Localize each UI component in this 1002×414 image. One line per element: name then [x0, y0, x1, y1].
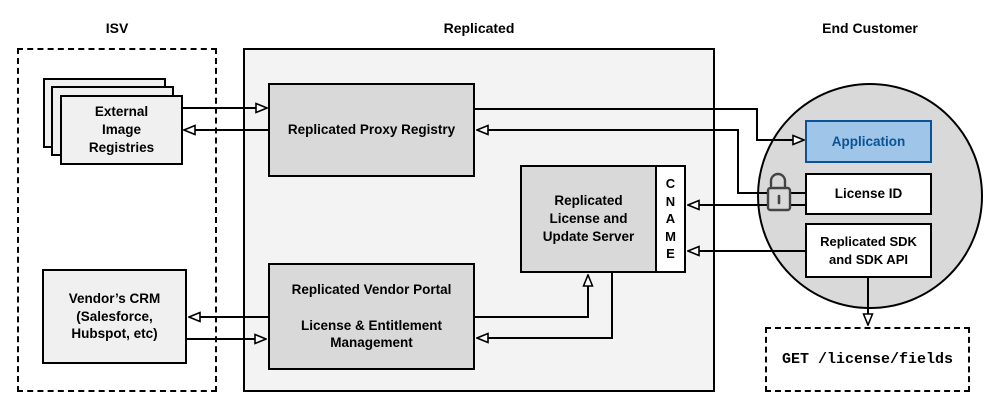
node-replicated-vendor-portal: Replicated Vendor Portal License & Entit…: [268, 263, 475, 370]
node-application: Application: [805, 120, 932, 163]
node-external-image-registries: External Image Registries: [60, 95, 183, 165]
node-license-id: License ID: [805, 173, 932, 215]
section-label-replicated: Replicated: [443, 20, 515, 36]
node-vendors-crm: Vendor’s CRM (Salesforce, Hubspot, etc): [42, 269, 187, 364]
isv-boundary: [17, 48, 217, 392]
node-replicated-sdk: Replicated SDK and SDK API: [805, 223, 932, 278]
node-license-update-server: Replicated License and Update Server: [520, 165, 657, 273]
section-label-isv: ISV: [105, 20, 129, 36]
section-label-end-customer: End Customer: [822, 20, 918, 36]
node-replicated-proxy-registry: Replicated Proxy Registry: [268, 83, 475, 177]
cname-strip: C N A M E: [655, 165, 686, 273]
get-license-fields-box: GET /license/fields: [765, 327, 970, 392]
